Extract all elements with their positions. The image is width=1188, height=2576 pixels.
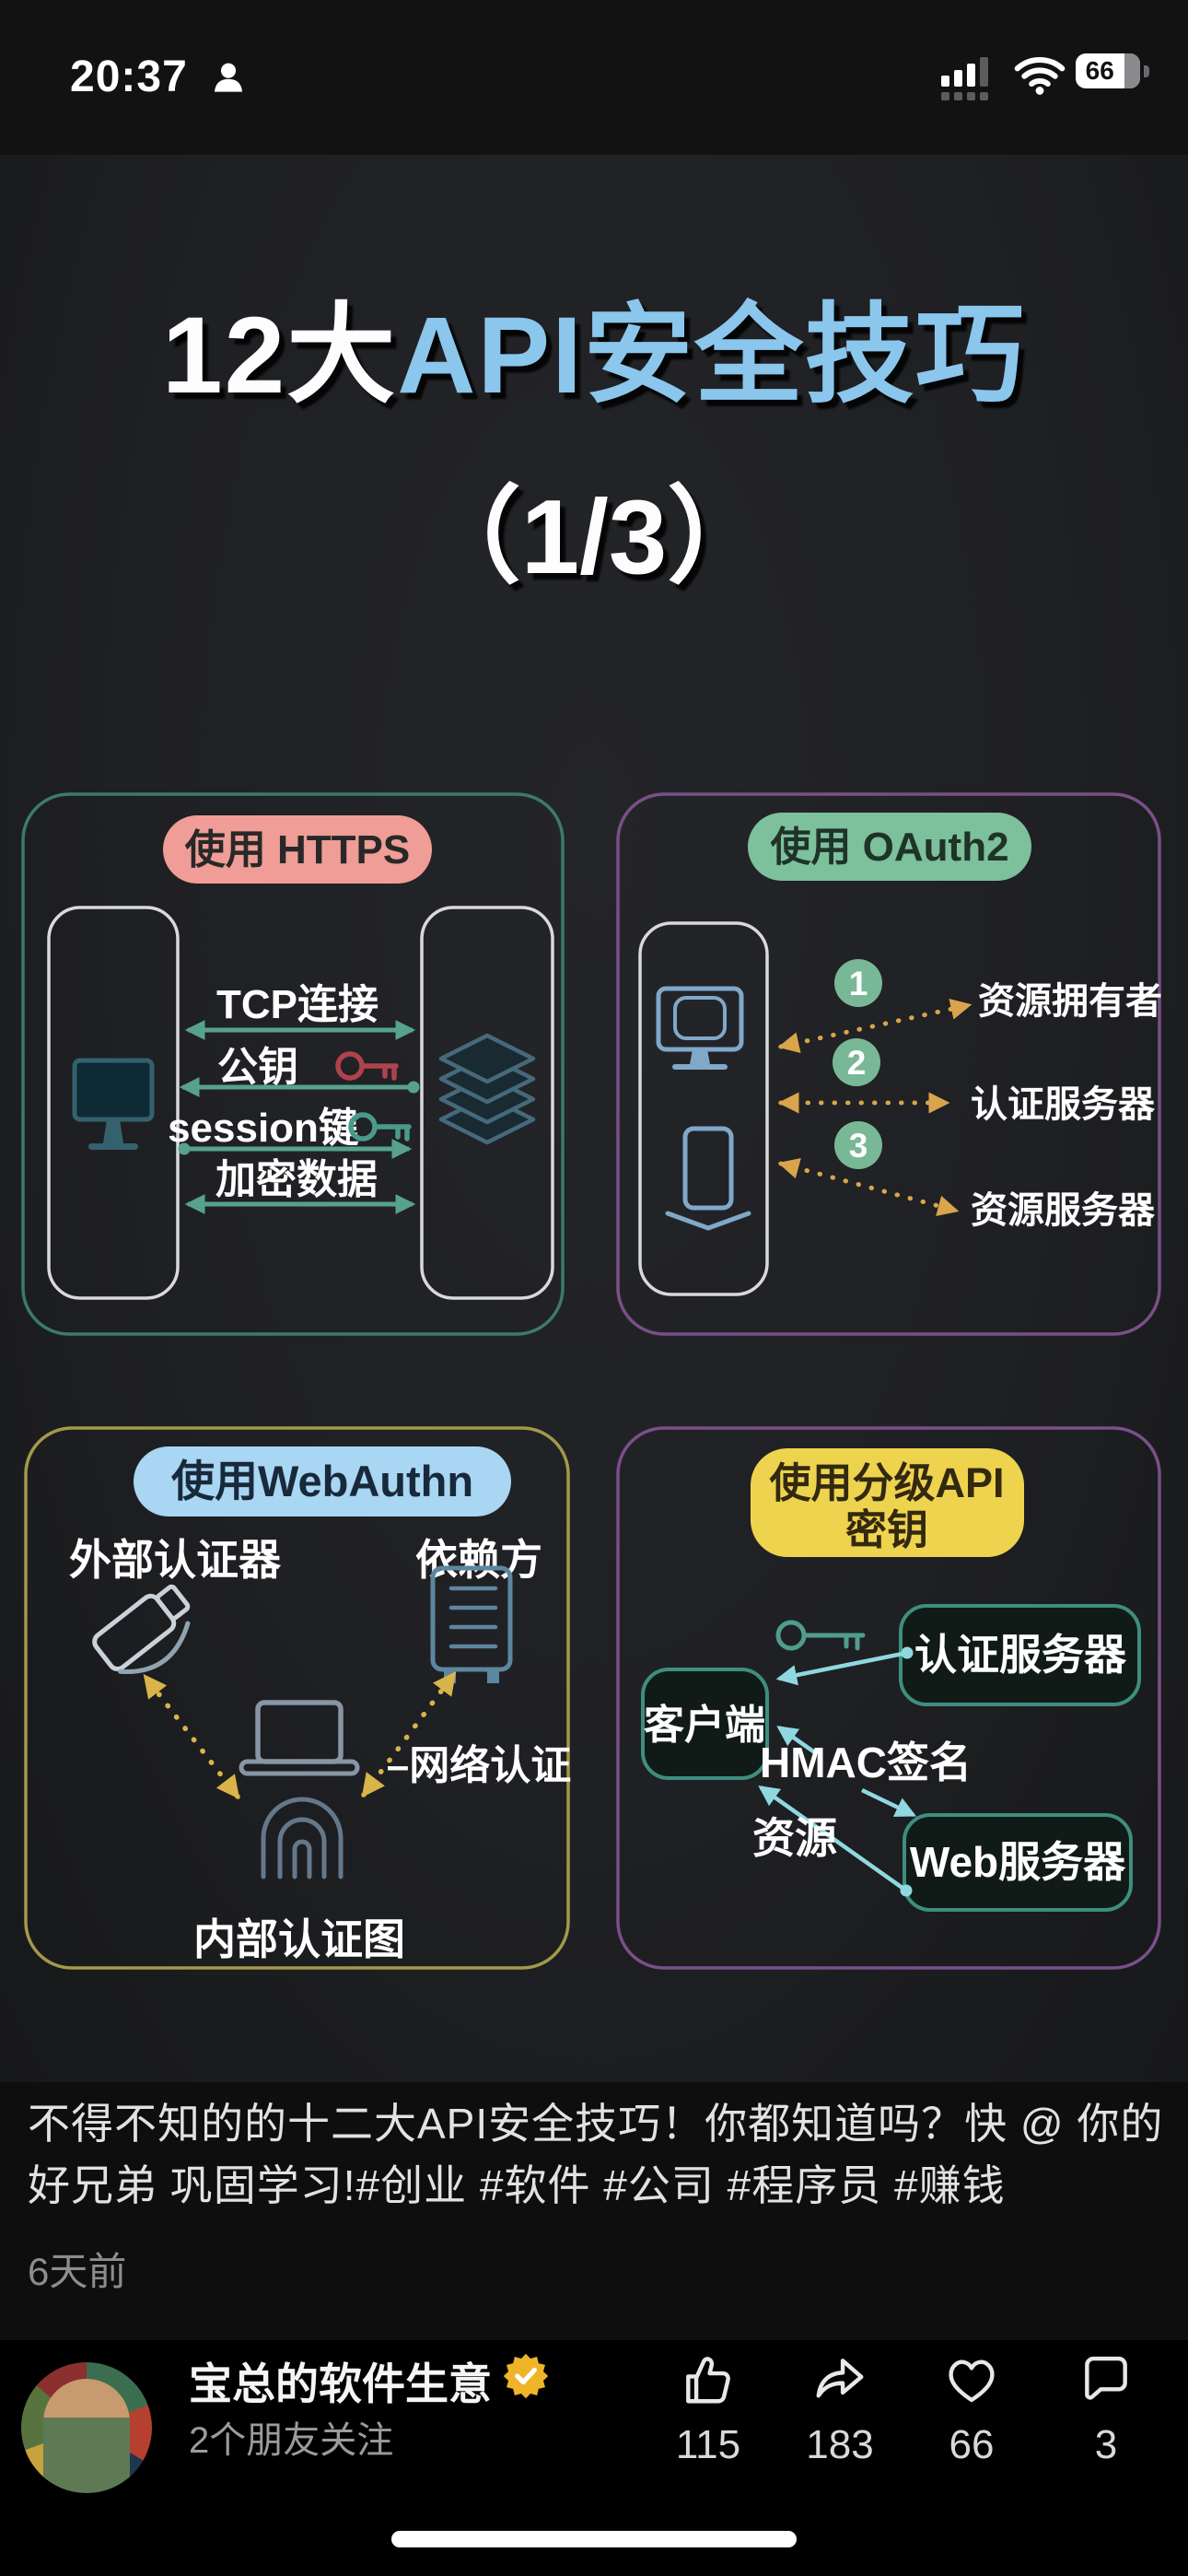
panel-https-border — [21, 792, 565, 1336]
laptop-icon — [239, 1700, 360, 1776]
comment-button[interactable]: 3 — [1042, 2351, 1171, 2468]
like-button[interactable]: 115 — [644, 2351, 773, 2468]
panel-oauth2-label: 使用 OAuth2 — [770, 825, 1008, 870]
panel-api-keys: 使用分级API 密钥 认证服务器 客户端 Web服务器 HMAC签名 资源 — [616, 1426, 1161, 1970]
network-auth-label: –网络认证 — [387, 1742, 571, 1788]
arrow-to-external — [143, 1673, 240, 1800]
cellular-signal-icon — [941, 55, 1000, 106]
external-authenticator-label: 外部认证器 — [69, 1536, 282, 1584]
client-label: 客户端 — [644, 1703, 765, 1748]
title-part-white: 12大 — [162, 295, 398, 416]
comment-count: 3 — [1094, 2422, 1118, 2467]
security-key-icon — [92, 1584, 191, 1674]
arrow-session-dot — [178, 1142, 191, 1155]
panel-oauth2: 使用 OAuth2 1 2 3 资源拥有者 认证服务器 资 — [616, 792, 1162, 1336]
https-row-tcp: TCP连接 — [216, 982, 379, 1027]
home-indicator[interactable] — [391, 2531, 797, 2547]
like-count: 115 — [675, 2422, 741, 2467]
post-subtitle: （1/3） — [415, 479, 773, 596]
fingerprint-icon — [261, 1797, 344, 1879]
step-circle-1 — [834, 959, 882, 1007]
post-caption[interactable]: 不得不知的的十二大API安全技巧！你都知道吗？快 @ 你的 好兄弟 巩固学习!#… — [28, 2093, 1166, 2217]
battery-percent: 66 — [1085, 56, 1114, 85]
author-name[interactable]: 宝总的软件生意 — [189, 2359, 492, 2408]
favorite-button[interactable]: 66 — [907, 2351, 1036, 2468]
post-title: 12大API安全技巧 — [0, 291, 1188, 422]
favorite-count: 66 — [949, 2422, 995, 2467]
relying-server-icon — [430, 1565, 513, 1683]
auth-server-label: 认证服务器 — [914, 1631, 1127, 1679]
panel-api-keys-border — [616, 1426, 1161, 1970]
panel-oauth2-label-pill — [748, 813, 1031, 881]
panel-https: 使用 HTTPS TCP连接 公钥 session键 — [21, 792, 565, 1336]
https-row-pubkey: 公钥 — [217, 1045, 298, 1090]
panel-webauthn-label: 使用WebAuthn — [171, 1457, 473, 1505]
step-1: 1 — [849, 965, 868, 1002]
red-key-icon — [335, 1051, 399, 1081]
https-row-session: session键 — [168, 1106, 359, 1151]
server-box — [420, 906, 554, 1300]
title-part-blue: API安全技巧 — [397, 295, 1026, 416]
entity-resource-owner: 资源拥有者 — [978, 981, 1162, 1022]
arrow-resource-dot — [900, 1884, 913, 1897]
arrow-key-to-client — [775, 1650, 908, 1686]
step-3: 3 — [849, 1127, 868, 1165]
panel-oauth2-border — [616, 792, 1161, 1336]
panel-webauthn: 使用WebAuthn 外部认证器 依赖方 — [24, 1426, 571, 1970]
panel-https-label-pill — [163, 815, 432, 884]
panel-api-keys-label-line2: 密钥 — [845, 1506, 928, 1553]
arrow-hmac-to-web — [861, 1787, 917, 1818]
arrow-key-dot — [901, 1646, 914, 1659]
arrow-pubkey-dot — [407, 1081, 420, 1094]
client-node — [641, 1668, 769, 1780]
wifi-icon — [1013, 55, 1066, 100]
web-server-node — [903, 1813, 1133, 1912]
arrow-step3 — [777, 1157, 960, 1217]
panel-https-label: 使用 HTTPS — [185, 827, 410, 872]
step-circle-3 — [834, 1121, 882, 1169]
panel-api-keys-label-line1: 使用分级API — [769, 1459, 1004, 1506]
share-button[interactable]: 183 — [775, 2351, 904, 2468]
internal-auth-label: 内部认证图 — [193, 1915, 405, 1963]
server-stack-icon — [438, 1033, 536, 1145]
caption-line-1: 不得不知的的十二大API安全技巧！你都知道吗？快 @ 你的 — [28, 2100, 1164, 2148]
clock: 20:37 — [70, 53, 188, 101]
focus-person-icon — [208, 57, 249, 102]
post-timestamp: 6天前 — [28, 2250, 127, 2293]
arrow-resource-to-client — [758, 1786, 908, 1892]
panel-webauthn-label-pill — [134, 1446, 511, 1516]
thumbs-up-icon — [686, 2357, 730, 2404]
panel-webauthn-border — [24, 1426, 570, 1970]
verified-badge-icon — [500, 2350, 552, 2402]
caption-line-2: 好兄弟 巩固学习!#创业 #软件 #公司 #程序员 #赚钱 — [28, 2161, 1006, 2209]
step-2: 2 — [847, 1044, 867, 1082]
desktop-icon — [72, 1058, 155, 1150]
followers-note: 2个朋友关注 — [189, 2420, 394, 2461]
entity-auth-server: 认证服务器 — [971, 1084, 1156, 1125]
avatar[interactable] — [21, 2362, 152, 2493]
oauth-desktop-icon — [656, 986, 744, 1070]
battery-icon: 66 — [1076, 53, 1140, 88]
share-count: 183 — [806, 2422, 874, 2467]
oauth-client-box — [638, 921, 769, 1296]
resource-label: 资源 — [752, 1814, 837, 1862]
relying-party-label: 依赖方 — [415, 1536, 542, 1584]
hmac-label: HMAC签名 — [760, 1739, 972, 1786]
share-icon — [816, 2359, 864, 2398]
status-bar: 20:37 66 — [0, 0, 1188, 155]
post-image[interactable]: 12大API安全技巧 （1/3） 使用 HTTPS TCP — [0, 155, 1188, 2082]
https-row-encrypted: 加密数据 — [215, 1157, 378, 1202]
web-server-label: Web服务器 — [910, 1838, 1126, 1886]
arrow-step1 — [777, 998, 973, 1054]
entity-resource-server: 资源服务器 — [971, 1190, 1156, 1231]
teal-key-icon — [348, 1112, 412, 1142]
client-box — [47, 906, 180, 1300]
arrow-hmac-return — [776, 1726, 818, 1755]
battery-nub — [1144, 65, 1149, 77]
heart-icon — [949, 2359, 995, 2403]
panel-api-keys-label-pill — [751, 1448, 1024, 1557]
comment-icon — [1085, 2356, 1127, 2400]
oauth-phone-icon — [665, 1126, 751, 1231]
api-key-icon — [775, 1620, 866, 1651]
